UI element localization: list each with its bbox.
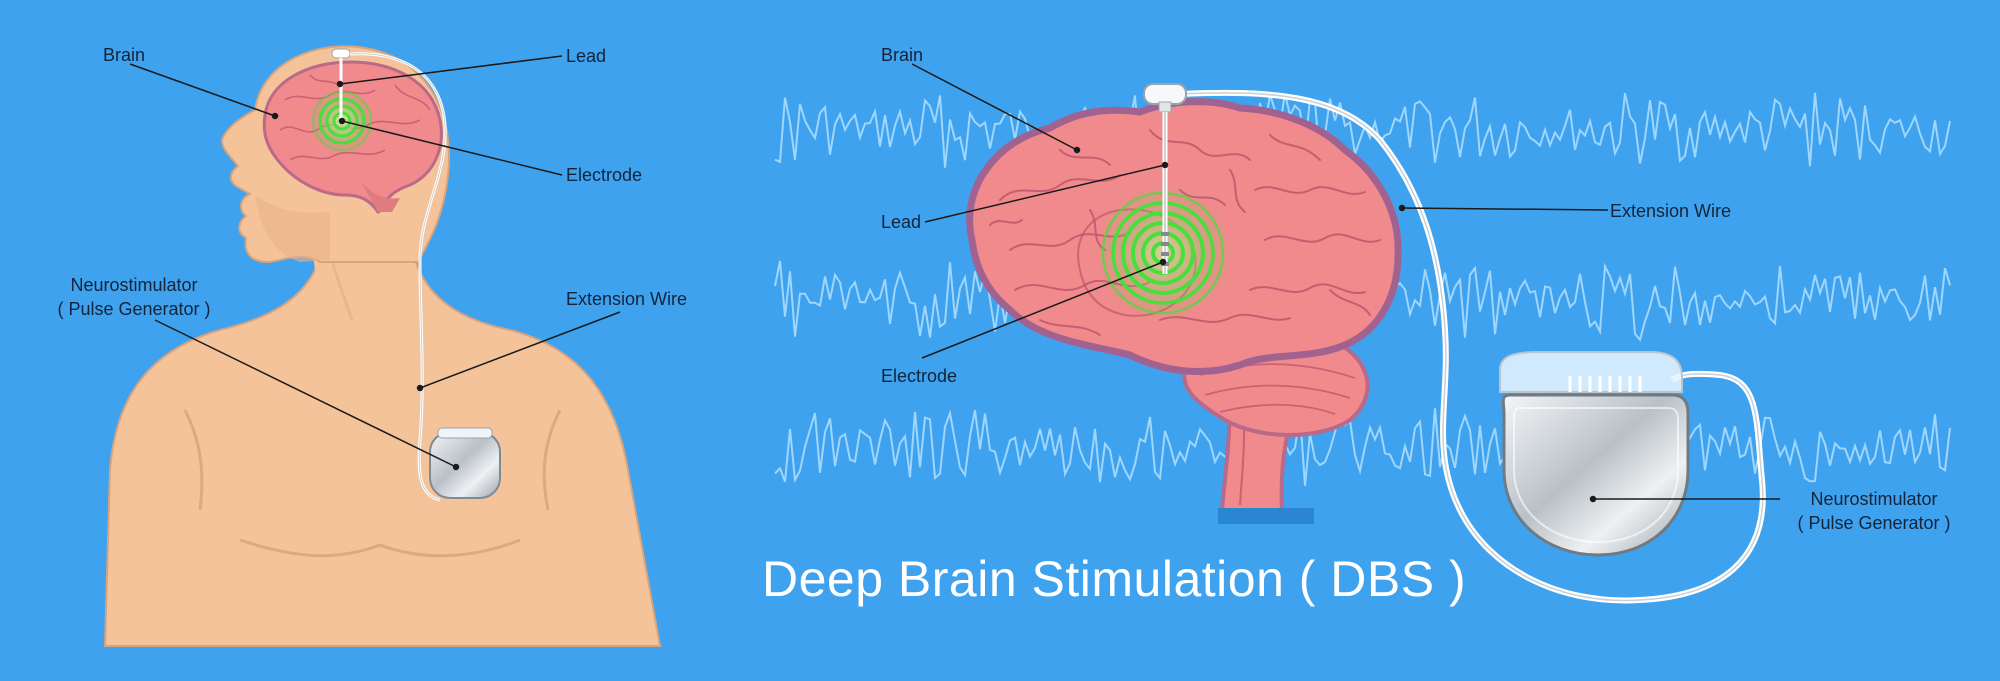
label-brain-right: Brain: [881, 45, 924, 65]
label-neurostimulator-right: Neurostimulator ( Pulse Generator ): [1784, 487, 1964, 535]
eeg-wave-3: [774, 404, 1951, 486]
label-electrode-right: Electrode: [881, 366, 958, 386]
label-brain-left: Brain: [103, 45, 146, 65]
label-lead-left: Lead: [566, 46, 607, 66]
implant-right: [1143, 83, 1766, 604]
label-extension-wire-left: Extension Wire: [566, 289, 688, 309]
brain-left: [262, 60, 443, 214]
leader-lines-right: [911, 63, 1780, 503]
label-electrode-left: Electrode: [566, 165, 643, 185]
label-neurostimulator-right-line2: ( Pulse Generator ): [1797, 513, 1951, 533]
brain-right: [966, 98, 1402, 524]
label-neurostimulator-left: Neurostimulator ( Pulse Generator ): [52, 273, 216, 321]
label-neurostimulator-right-line1: Neurostimulator: [1810, 489, 1938, 509]
implant-left: [331, 48, 501, 502]
diagram-title: Deep Brain Stimulation ( DBS ): [762, 551, 1467, 607]
label-lead-right: Lead: [881, 212, 922, 232]
label-extension-wire-right: Extension Wire: [1610, 201, 1732, 221]
leader-lines-left: [129, 55, 621, 471]
label-neurostimulator-left-line1: Neurostimulator: [70, 275, 198, 295]
eeg-wave-1: [774, 92, 1951, 168]
label-neurostimulator-left-line2: ( Pulse Generator ): [57, 299, 211, 319]
